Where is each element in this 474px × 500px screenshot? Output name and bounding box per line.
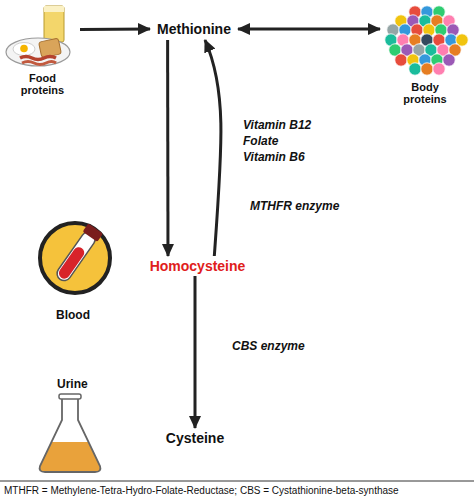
protein-cluster-icon (385, 6, 468, 75)
flask-rim (59, 394, 81, 399)
tube-blood (57, 245, 87, 281)
caption-rule (0, 481, 474, 482)
flow-arrow (193, 276, 196, 428)
urine-flask-icon (40, 394, 101, 472)
blood-badge (40, 223, 110, 293)
juice-glass (44, 6, 64, 42)
cofactor-label: Vitamin B6 (243, 150, 305, 164)
flow-arrow (166, 40, 169, 256)
protein-bead (433, 63, 445, 75)
node-text: Food proteins (13, 72, 73, 96)
caption-text: MTHFR = Methylene-Tetra-Hydro-Folate-Red… (4, 485, 399, 496)
metabolite-node: Cysteine (162, 428, 228, 448)
metabolite-node: Homocysteine (145, 256, 250, 276)
protein-bead (443, 54, 455, 66)
protein-node: Body proteins (380, 3, 470, 105)
recycle-arrow (205, 40, 221, 256)
enzyme-label: CBS enzyme (232, 339, 305, 353)
node-text: Homocysteine (150, 258, 246, 274)
node-text: Cysteine (166, 430, 224, 446)
cofactor-label: Folate (243, 134, 278, 148)
protein-bead (409, 63, 421, 75)
bacon-strip (22, 62, 56, 65)
flow-arrow (80, 28, 150, 31)
egg-yolk (20, 45, 28, 53)
protein-bead (395, 54, 407, 66)
node-text: Body proteins (395, 81, 455, 105)
metabolite-node: Methionine (150, 18, 238, 40)
cofactor-label: Vitamin B12 (243, 118, 311, 132)
fluid-label: Blood (56, 308, 90, 322)
fluid-label: Urine (57, 377, 88, 391)
food-node: Food proteins (5, 6, 80, 96)
flow-arrow (238, 28, 380, 31)
blood-icon (40, 223, 110, 293)
tube-cap (83, 223, 103, 242)
bacon-strip (20, 57, 56, 60)
egg-white (13, 43, 35, 56)
juice-glass-top (44, 6, 64, 12)
node-text: Methionine (157, 21, 231, 37)
test-tube (53, 223, 103, 284)
food-icon (6, 6, 70, 66)
flask-outline (40, 398, 101, 472)
enzyme-label: MTHFR enzyme (250, 199, 339, 213)
plate (6, 38, 70, 66)
protein-bead (421, 63, 433, 75)
